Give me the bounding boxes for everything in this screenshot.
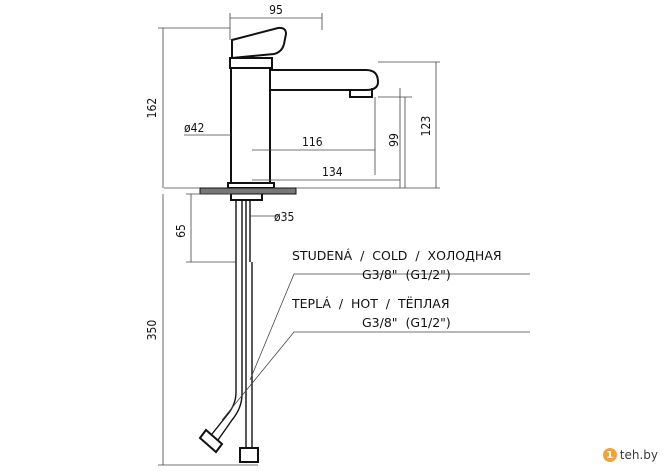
dim-42-text: ø42 [184,121,204,135]
body-cap [229,57,273,69]
dim-350-text: 350 [145,320,159,341]
dim-123-text: 123 [419,116,433,137]
hot-hose-outer [217,262,243,441]
body-column [230,68,271,183]
cold-hose [245,262,253,448]
fixing-nut [230,194,263,201]
aerator [349,88,373,98]
cold-hose-fitting [239,447,259,463]
shank-and-hoses [198,194,263,463]
watermark: 1 teh.by [598,445,662,465]
hot-label-line1: TEPLÁ / HOT / ТЁПЛАЯ [291,296,450,311]
dim-162-text: 162 [145,98,159,119]
hot-leader-line [221,331,530,421]
base-ring [227,182,275,189]
dim-116-text: 116 [302,135,323,149]
faucet-outline [164,26,380,195]
dim-134-text: 134 [322,165,343,179]
dim-95-text: 95 [269,3,283,17]
circle-logo-icon: 1 [602,448,617,462]
lever-handle [231,26,288,60]
dim-99-text: 99 [387,133,401,147]
dim-65-text: 65 [174,224,188,238]
watermark-text: teh.by [619,448,658,462]
threaded-shank [235,200,251,262]
dim-35-text: ø35 [274,210,294,224]
hot-hose-fitting [198,428,224,454]
spout [270,69,380,91]
countertop-section [199,187,297,195]
cold-leader-line [249,273,530,381]
hot-label-line2: G3/8" (G1/2") [362,315,451,330]
cold-label-line2: G3/8" (G1/2") [362,267,451,282]
cold-label-line1: STUDENÁ / COLD / ХОЛОДНАЯ [292,248,502,263]
hot-hose-inner [211,262,237,435]
dimension-lines [158,13,530,466]
